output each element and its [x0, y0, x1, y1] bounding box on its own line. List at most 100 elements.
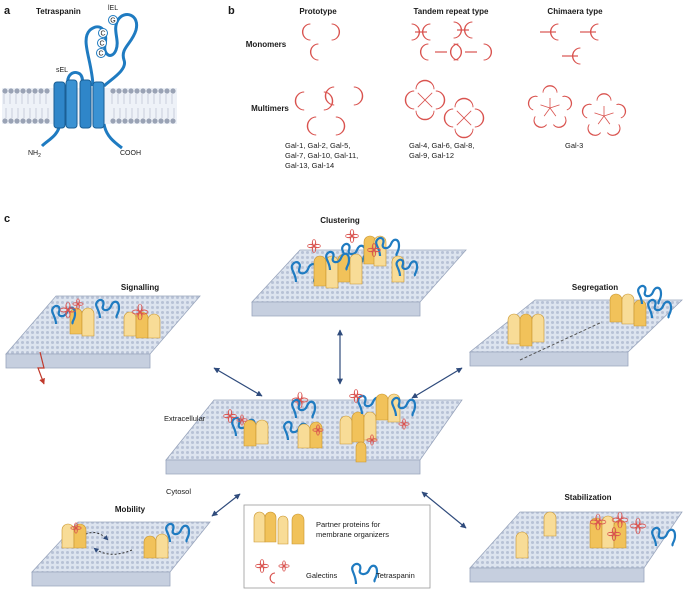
platform-stabilization — [469, 511, 683, 583]
row-monomers: Monomers — [246, 40, 287, 49]
partner-protein — [507, 313, 521, 345]
partner-protein — [255, 419, 269, 445]
galectin-crd — [294, 91, 305, 111]
lipid-head — [14, 88, 20, 94]
galectin-crd — [450, 43, 459, 61]
lipid-head — [2, 118, 8, 124]
lipid-head — [140, 88, 146, 94]
label-segregation: Segregation — [572, 283, 618, 292]
platform-stabilization-top — [469, 511, 683, 569]
galectin-crd — [483, 43, 492, 61]
tandem-linker — [417, 92, 433, 108]
label-extracellular: Extracellular — [164, 414, 206, 423]
legend-galectin — [282, 564, 290, 572]
cys-markers: G C C C — [96, 15, 118, 58]
lipid-head — [152, 118, 158, 124]
proto-list-line2: Gal-7, Gal-10, Gal-11, — [285, 151, 358, 160]
arrow-segregation — [411, 367, 463, 399]
chimaera-tail — [549, 107, 557, 117]
lipid-head — [26, 88, 32, 94]
galectin-lattice — [316, 424, 324, 432]
partner-protein — [297, 423, 311, 449]
galectin-lattice — [629, 523, 641, 535]
galectin-lattice — [76, 298, 84, 306]
galectin-lattice — [367, 247, 377, 257]
galectin-crd — [306, 116, 317, 136]
lipid-head — [128, 88, 134, 94]
partner-protein — [349, 253, 363, 285]
tetraspanin-protein — [637, 284, 663, 305]
galectin-crd — [453, 21, 462, 39]
galectin-lattice — [137, 303, 149, 315]
partner-protein — [243, 419, 257, 447]
galectin-crd — [415, 110, 435, 121]
legend-partner-protein — [291, 513, 305, 545]
chimaera-list-line1: Gal-3 — [565, 141, 583, 150]
galectin-lattice — [297, 391, 309, 403]
partner-protein — [515, 531, 529, 559]
lipid-head — [116, 118, 122, 124]
galectin-lattice — [353, 389, 363, 399]
panel-c-label: c — [4, 213, 10, 225]
transmembrane-helices — [53, 79, 105, 129]
galectin-lattice — [370, 434, 378, 442]
signal-bolt — [37, 351, 45, 385]
label-stabilization: Stabilization — [564, 493, 611, 502]
label-mobility: Mobility — [115, 505, 146, 514]
panel-a: a Tetraspanin G C C C — [2, 5, 177, 159]
galectin-lattice — [349, 389, 359, 399]
galectin-lattice — [72, 302, 80, 310]
lipid-head — [20, 88, 26, 94]
galectin-lattice — [316, 428, 324, 436]
galectin-crd — [527, 95, 538, 111]
cys-marker-g: G — [110, 18, 115, 25]
chimaera-tail — [543, 107, 551, 117]
platform-central-side — [165, 459, 421, 475]
lipid-head — [32, 88, 38, 94]
partner-protein — [613, 519, 627, 549]
transition-arrows — [211, 329, 467, 529]
lipid-head — [44, 118, 50, 124]
lipid-head — [14, 118, 20, 124]
galectin-lattice — [589, 513, 601, 525]
lipid-head — [20, 118, 26, 124]
legend: Partner proteins for membrane organizers… — [243, 504, 431, 589]
label-cytosol: Cytosol — [166, 487, 191, 496]
galectin-lattice — [402, 418, 410, 426]
tetraspanin-protein — [395, 258, 419, 277]
col-prototype: Prototype — [299, 7, 337, 16]
lipid-head — [146, 88, 152, 94]
partner-protein — [363, 411, 377, 441]
lipid-head — [170, 118, 176, 124]
galectin-crd — [596, 93, 612, 101]
legend-tetraspanin: Tetraspanin — [376, 571, 415, 580]
label-clustering: Clustering — [320, 216, 360, 225]
chimaera-tail — [603, 112, 614, 117]
lipid-head — [128, 118, 134, 124]
lipid-head — [164, 118, 170, 124]
galectin-crd — [581, 103, 592, 119]
legend-partner-line1: Partner proteins for — [316, 520, 381, 529]
galectin-lattice — [349, 229, 359, 239]
cys-marker-c1: C — [100, 31, 105, 38]
galectin-lattice — [635, 517, 647, 529]
arrow-mobility — [211, 493, 241, 517]
platform-segregation-side — [469, 351, 629, 367]
partner-protein — [339, 415, 353, 445]
chimaera-tail — [594, 112, 605, 117]
lipid-head — [2, 88, 8, 94]
galectin-crd — [420, 43, 429, 61]
lipid-head — [32, 118, 38, 124]
legend-partner-line2: membrane organizers — [316, 530, 389, 539]
galectin-lattice — [74, 522, 82, 530]
chimaera-tail — [597, 115, 605, 125]
partner-protein — [61, 523, 75, 549]
platform-mobility-side — [31, 571, 171, 587]
row-multimers: Multimers — [251, 104, 289, 113]
galectin-lattice — [345, 233, 355, 243]
sel-label: sEL — [56, 67, 68, 74]
lipid-head — [134, 88, 140, 94]
lipid-head — [110, 118, 116, 124]
galectin-lattice — [371, 243, 381, 253]
